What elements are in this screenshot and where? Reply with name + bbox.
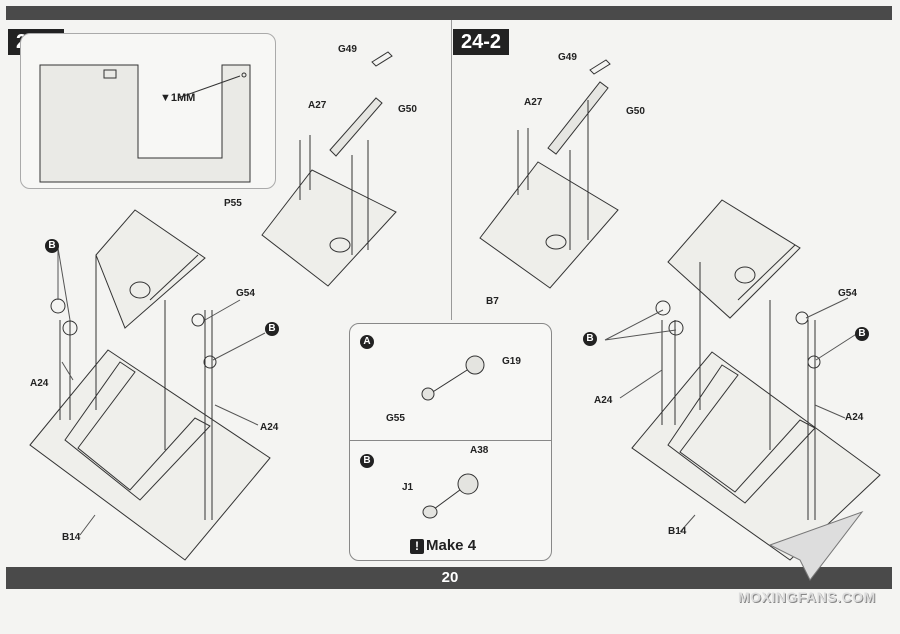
make-quantity-note: !Make 4 [410,537,476,554]
right-part-g49 [589,59,611,75]
page-number: 20 [441,569,459,586]
label-a24-left-2: A24 [260,422,279,433]
column-divider [451,20,452,320]
left-rail-g50 [329,97,383,157]
badge-b-right-1: B [583,332,597,346]
left-base-channel [64,361,211,501]
badge-b-left-1: B [45,239,59,253]
label-a24-right-2: A24 [845,412,864,423]
paper-plane-icon [768,510,864,581]
left-part-g54-1 [191,313,205,327]
right-part-b-1 [655,300,671,316]
legend-label-j1: J1 [402,482,414,493]
right-part-g54-1 [795,311,809,325]
label-b7: B7 [486,296,499,307]
right-base-b14 [631,351,881,561]
legend-separator [350,440,551,441]
right-upper-guides [517,100,589,250]
label-a24-right-1: A24 [594,395,613,406]
right-base-guides [661,262,816,520]
legend-badge-b: B [360,454,374,468]
legend-label-g55: G55 [386,413,405,424]
inset-hole [241,72,247,78]
inset-panel-outline [39,64,251,183]
legend-a-part-g55 [421,387,435,401]
footer-bar [6,567,892,589]
left-middle-rail [149,254,199,301]
left-panel-p55 [261,169,397,287]
right-hinge-part [545,234,567,250]
right-part-g54-2 [807,355,821,369]
legend-b-part-j1 [422,505,438,519]
left-base-b14 [29,349,271,561]
left-part-g49 [371,51,393,67]
right-panel-b7 [479,161,619,289]
inset-leader [177,75,241,99]
left-middle-hinge [129,281,151,299]
label-a27-right: A27 [524,97,543,108]
right-leader-lines [604,297,859,533]
right-base-channel [667,364,816,504]
subassembly-legend-panel [349,323,552,561]
label-a27-left: A27 [308,100,327,111]
left-part-b-2 [62,320,78,336]
legend-label-a38: A38 [470,445,489,456]
drill-icon: ▼ [160,92,171,104]
label-g49-left: G49 [338,44,357,55]
inset-note-1mm: ▼1MM [160,92,196,104]
step-label-24-2: 24-2 [453,29,510,55]
badge-b-right-2: B [855,327,869,341]
right-part-b-2 [668,320,684,336]
left-upper-guides [299,135,369,255]
left-leader-lines [57,247,266,536]
right-middle-rail [737,244,796,301]
inset-cutout [103,69,117,79]
right-rail-g50 [547,81,609,155]
legend-label-g19: G19 [502,356,521,367]
label-p55: P55 [224,198,242,209]
right-panel-middle [667,199,801,319]
right-middle-hinge [734,266,756,284]
label-a24-left-1: A24 [30,378,49,389]
watermark-text: MOXINGFANS.COM [738,589,876,605]
legend-a-part-g19 [465,355,485,375]
legend-b-part-a38 [457,473,479,495]
left-hinge-part [329,237,351,253]
label-g54-left: G54 [236,288,255,299]
top-header-bar [6,6,892,20]
left-part-g54-2 [203,355,217,369]
label-g54-right: G54 [838,288,857,299]
label-g50-left: G50 [398,104,417,115]
label-b14-right: B14 [668,526,687,537]
exclamation-icon: ! [410,539,424,554]
label-g50-right: G50 [626,106,645,117]
left-panel-middle [95,209,206,329]
left-base-guides [59,255,213,520]
label-b14-left: B14 [62,532,81,543]
badge-b-left-2: B [265,322,279,336]
label-g49-right: G49 [558,52,577,63]
legend-badge-a: A [360,335,374,349]
